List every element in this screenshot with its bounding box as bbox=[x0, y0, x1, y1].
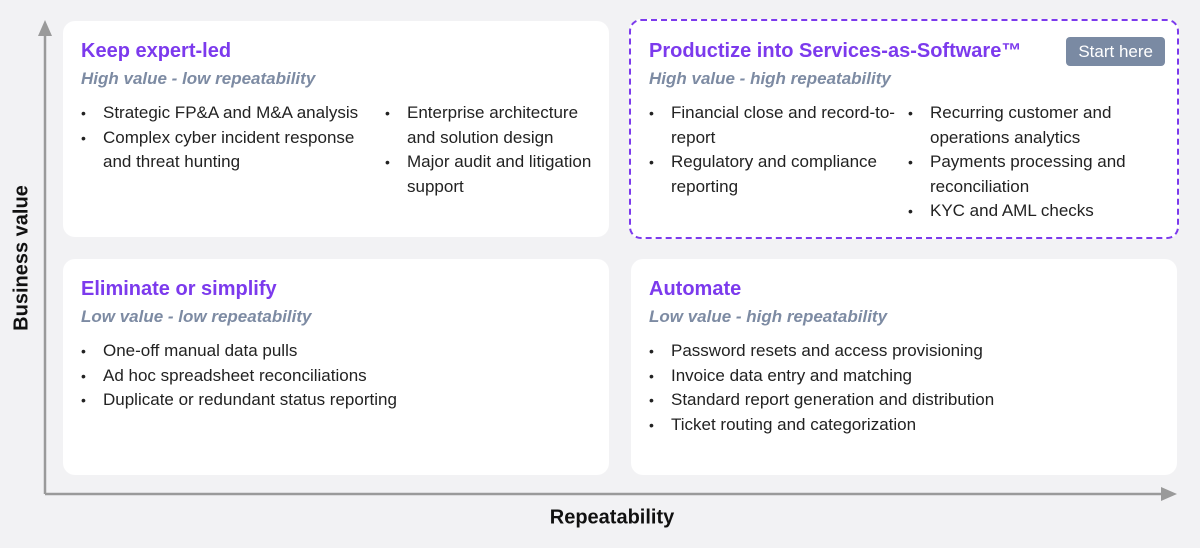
list-item: Standard report generation and distribut… bbox=[649, 388, 1149, 413]
quadrant-title: Eliminate or simplify bbox=[81, 278, 277, 300]
bullet-list: One-off manual data pulls Ad hoc spreads… bbox=[81, 339, 581, 413]
start-here-badge[interactable]: Start here bbox=[1066, 37, 1165, 66]
list-item: Financial close and record-to-report bbox=[649, 101, 908, 150]
bullet-list: Financial close and record-to-report Reg… bbox=[649, 101, 908, 224]
y-axis-label: Business value bbox=[10, 185, 33, 331]
quadrant-keep-expert-led: Keep expert-led High value - low repeata… bbox=[63, 21, 609, 237]
list-item: Enterprise architecture and solution des… bbox=[385, 101, 595, 150]
quadrant-automate: Automate Low value - high repeatability … bbox=[631, 259, 1177, 475]
bullet-list: Strategic FP&A and M&A analysis Complex … bbox=[81, 101, 385, 199]
list-item: Duplicate or redundant status reporting bbox=[81, 388, 581, 413]
list-item: Regulatory and compliance reporting bbox=[649, 150, 908, 199]
quadrant-subtitle: Low value - low repeatability bbox=[81, 307, 312, 326]
quadrant-subtitle: High value - low repeatability bbox=[81, 69, 316, 88]
bullet-list: Password resets and access provisioning … bbox=[649, 339, 1149, 437]
quadrant-title: Automate bbox=[649, 278, 742, 300]
list-item: Ad hoc spreadsheet reconciliations bbox=[81, 364, 581, 389]
quadrant-eliminate-or-simplify: Eliminate or simplify Low value - low re… bbox=[63, 259, 609, 475]
y-axis-arrow bbox=[38, 20, 52, 36]
quadrant-productize: Productize into Services-as-Software™ Hi… bbox=[629, 19, 1179, 239]
list-item: Complex cyber incident response and thre… bbox=[81, 126, 385, 175]
list-item: Ticket routing and categorization bbox=[649, 413, 1149, 438]
quadrant-subtitle: Low value - high repeatability bbox=[649, 307, 888, 326]
bullet-list: Enterprise architecture and solution des… bbox=[385, 101, 595, 199]
list-item: KYC and AML checks bbox=[908, 199, 1158, 224]
bullet-list: Recurring customer and operations analyt… bbox=[908, 101, 1158, 224]
list-item: Major audit and litigation support bbox=[385, 150, 595, 199]
quadrant-subtitle: High value - high repeatability bbox=[649, 69, 891, 88]
list-item: Password resets and access provisioning bbox=[649, 339, 1149, 364]
list-item: One-off manual data pulls bbox=[81, 339, 581, 364]
list-item: Recurring customer and operations analyt… bbox=[908, 101, 1158, 150]
quadrant-title: Keep expert-led bbox=[81, 40, 232, 62]
x-axis-label: Repeatability bbox=[549, 506, 675, 529]
list-item: Invoice data entry and matching bbox=[649, 364, 1149, 389]
x-axis-arrow bbox=[1161, 487, 1177, 501]
quadrant-title: Productize into Services-as-Software™ bbox=[649, 40, 1022, 62]
list-item: Payments processing and reconciliation bbox=[908, 150, 1158, 199]
list-item: Strategic FP&A and M&A analysis bbox=[81, 101, 385, 126]
